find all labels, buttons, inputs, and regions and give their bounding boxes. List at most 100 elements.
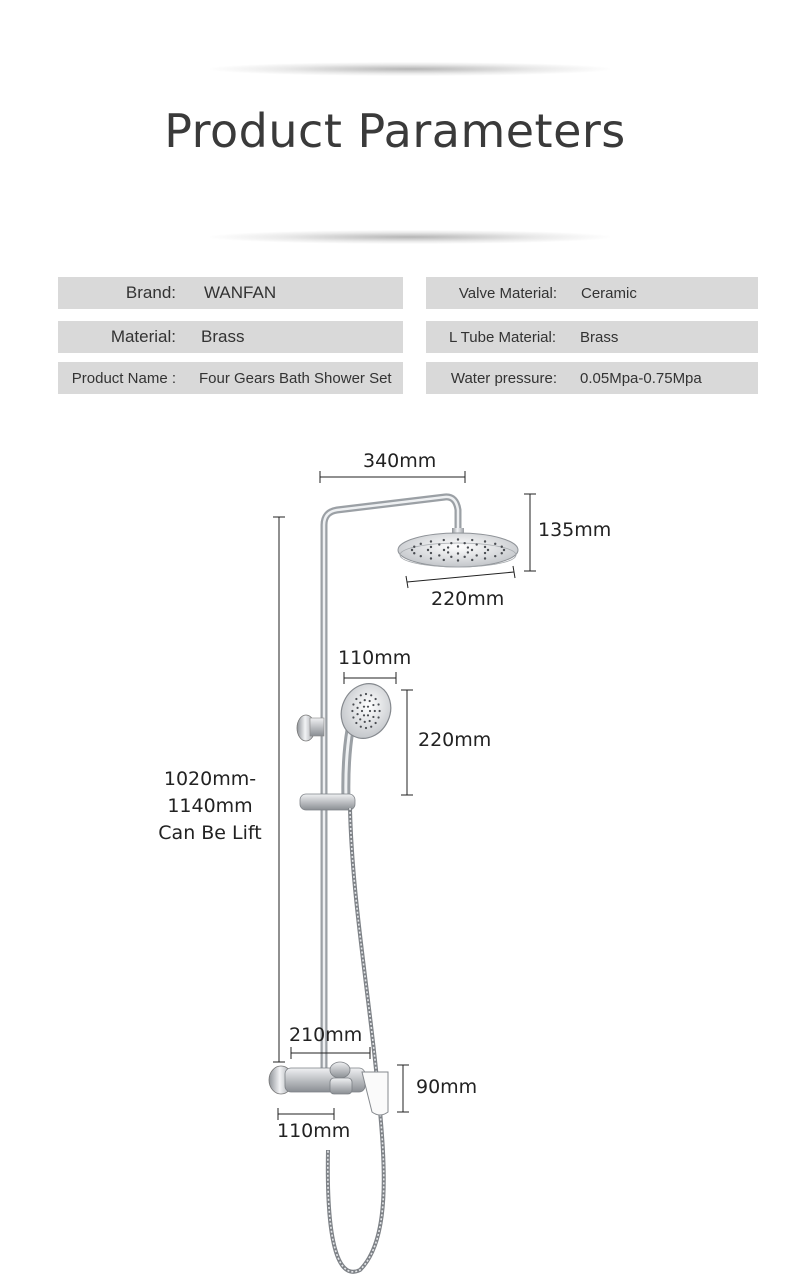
dim-handheld-width: 110mm	[338, 647, 412, 669]
nozzle-dot	[483, 557, 487, 560]
slide-holder	[299, 793, 356, 811]
nozzle-dot	[442, 558, 445, 562]
param-water-pressure: Water pressure: 0.05Mpa-0.75Mpa	[426, 362, 758, 394]
nozzle-dot	[351, 709, 354, 713]
dim-valve-width: 210mm	[289, 1024, 363, 1046]
nozzle-dot	[362, 714, 366, 717]
nozzle-dot	[456, 559, 460, 562]
nozzle-dot	[429, 545, 433, 549]
nozzle-dot	[374, 721, 377, 725]
nozzle-dot	[366, 705, 370, 708]
param-product-name-label: Product Name :	[71, 369, 176, 387]
nozzle-dot	[370, 694, 373, 697]
nozzle-dot	[419, 542, 422, 546]
nozzle-dot	[456, 538, 460, 541]
param-material: Material: Brass	[58, 321, 403, 353]
mixer-valve	[268, 1061, 389, 1116]
dim-total-height-line3: Can Be Lift	[158, 822, 262, 844]
nozzle-dot	[429, 551, 433, 555]
shower-hose	[325, 807, 386, 1274]
dim-valve-height: 90mm	[416, 1076, 478, 1098]
nozzle-dot	[471, 538, 474, 542]
nozzle-dot	[359, 701, 362, 704]
nozzle-dot	[450, 541, 453, 545]
nozzle-dot	[486, 548, 490, 552]
param-valve-material-value: Ceramic	[581, 284, 637, 302]
nozzle-dot	[442, 548, 446, 552]
nozzle-dot	[466, 551, 470, 554]
nozzle-dot	[429, 557, 433, 560]
nozzle-dot	[356, 706, 359, 710]
nozzle-dot	[446, 546, 450, 549]
dim-head-diameter: 220mm	[431, 588, 505, 610]
param-valve-material-label: Valve Material:	[458, 284, 557, 302]
nozzle-dot	[463, 541, 466, 545]
nozzle-dot	[500, 552, 503, 555]
param-brand-value: WANFAN	[204, 283, 277, 302]
nozzle-dot	[475, 543, 478, 546]
nozzle-dot	[360, 709, 364, 713]
nozzle-dot	[483, 545, 487, 549]
nozzle-dot	[475, 554, 478, 557]
param-l-tube-material-label: L Tube Material:	[449, 328, 556, 346]
nozzle-dot	[366, 714, 370, 717]
nozzle-dot	[426, 548, 430, 552]
nozzle-dot	[377, 703, 380, 706]
dimension-lines	[273, 471, 536, 1120]
param-l-tube-material: L Tube Material: Brass	[426, 321, 758, 353]
nozzle-dot	[450, 555, 453, 559]
nozzle-dot	[470, 548, 474, 552]
nozzle-dot	[410, 548, 414, 552]
dim-total-height-line1: 1020mm-	[163, 768, 257, 790]
nozzle-dot	[483, 540, 487, 543]
page-title: Product Parameters	[164, 104, 626, 158]
dim-head-height: 135mm	[538, 519, 612, 541]
nozzle-dot	[419, 554, 422, 558]
nozzle-dot	[362, 705, 366, 708]
nozzle-dot	[500, 545, 503, 548]
nozzle-dot	[368, 719, 371, 723]
nozzle-dot	[456, 545, 460, 548]
header-shadow-bottom	[210, 230, 610, 244]
param-brand: Brand: WANFAN	[58, 277, 403, 309]
param-valve-material: Valve Material: Ceramic	[426, 277, 758, 309]
nozzle-dot	[372, 703, 375, 707]
nozzle-dot	[363, 699, 366, 702]
nozzle-dot	[352, 716, 355, 719]
param-brand-label: Brand:	[125, 283, 176, 302]
nozzle-dot	[494, 542, 497, 546]
header-shadow-top	[210, 62, 610, 76]
nozzle-dot	[368, 709, 372, 713]
dim-top-width: 340mm	[363, 450, 437, 472]
param-water-pressure-label: Water pressure:	[450, 369, 557, 387]
param-material-value: Brass	[201, 327, 245, 346]
nozzle-dot	[438, 543, 441, 546]
dim-valve-depth: 110mm	[277, 1120, 351, 1142]
param-product-name: Product Name : Four Gears Bath Shower Se…	[58, 362, 403, 394]
nozzle-dot	[356, 712, 359, 716]
nozzle-dot	[352, 703, 355, 706]
nozzle-dot	[378, 709, 381, 713]
nozzle-dot	[359, 725, 362, 728]
dim-total-height-line2: 1140mm	[167, 795, 253, 817]
nozzle-dot	[446, 551, 450, 554]
nozzle-dot	[438, 554, 441, 557]
nozzle-dot	[483, 551, 487, 555]
hand-shower	[340, 683, 392, 805]
nozzle-dot	[364, 692, 368, 696]
nozzle-dot	[359, 694, 362, 697]
nozzle-dot	[368, 699, 371, 703]
dim-total-height: 1020mm- 1140mm Can Be Lift	[150, 766, 270, 847]
nozzle-dot	[413, 545, 416, 548]
nozzle-dot	[442, 538, 445, 542]
param-product-name-value: Four Gears Bath Shower Set	[199, 369, 392, 387]
nozzle-dot	[471, 558, 474, 562]
shower-column	[320, 493, 462, 1074]
nozzle-dot	[370, 725, 373, 728]
nozzle-dot	[456, 552, 460, 555]
nozzle-dot	[429, 540, 433, 543]
param-l-tube-material-value: Brass	[580, 328, 619, 346]
nozzle-dot	[494, 554, 497, 558]
wall-bracket	[296, 714, 325, 742]
